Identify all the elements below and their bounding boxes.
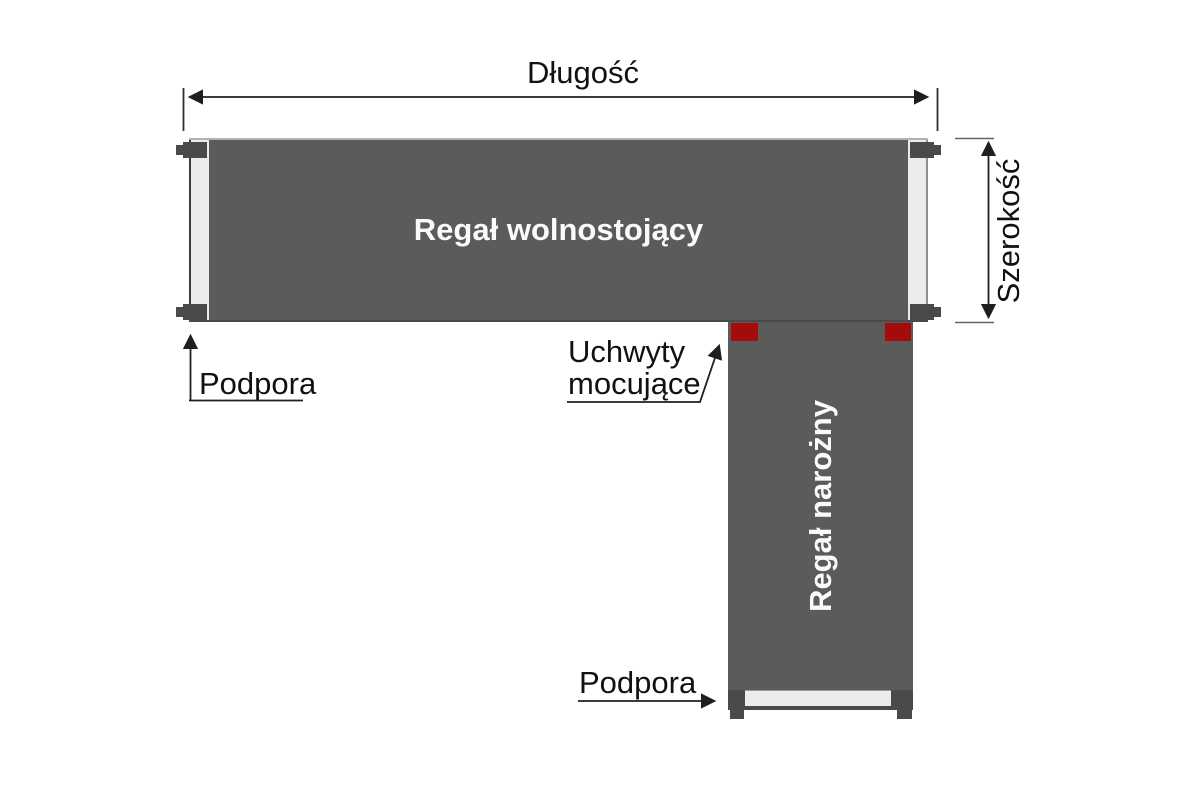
width-dimension-label: Szerokość [991,158,1026,304]
freestanding-shelf-label: Regał wolnostojący [413,212,704,247]
corner-post [910,142,941,158]
mounting-bracket [731,323,758,341]
support-bottom-label: Podpora [579,665,697,700]
corner-shelf-body: Regał narożny [728,322,913,690]
shelf-foot [897,710,912,719]
mounting-bracket [885,323,911,341]
corner-shelf: Regał narożny [728,322,913,719]
corner-post [176,142,207,158]
post-tab [934,307,941,317]
corner-post [176,304,207,320]
length-dimension-label: Długość [527,55,639,90]
support-left-label: Podpora [199,366,317,401]
mounting-brackets-label-line1: Uchwyty [568,334,686,369]
corner-post [910,304,941,320]
freestanding-shelf: Regał wolnostojący [176,138,941,322]
corner-shelf-label: Regał narożny [802,400,838,612]
mounting-brackets-label-line2: mocujące [568,365,701,401]
mounting-brackets-label: Uchwyty mocujące [568,336,701,399]
shelf-right-edge-line [926,140,928,320]
shelf-foot [730,710,744,719]
post-tab [176,307,183,317]
post-tab [934,145,941,155]
post-tab [176,145,183,155]
shelf-left-edge-line [189,140,191,320]
support-plate [745,690,891,706]
bottom-support [728,690,913,710]
freestanding-shelf-body: Regał wolnostojący [209,140,908,320]
